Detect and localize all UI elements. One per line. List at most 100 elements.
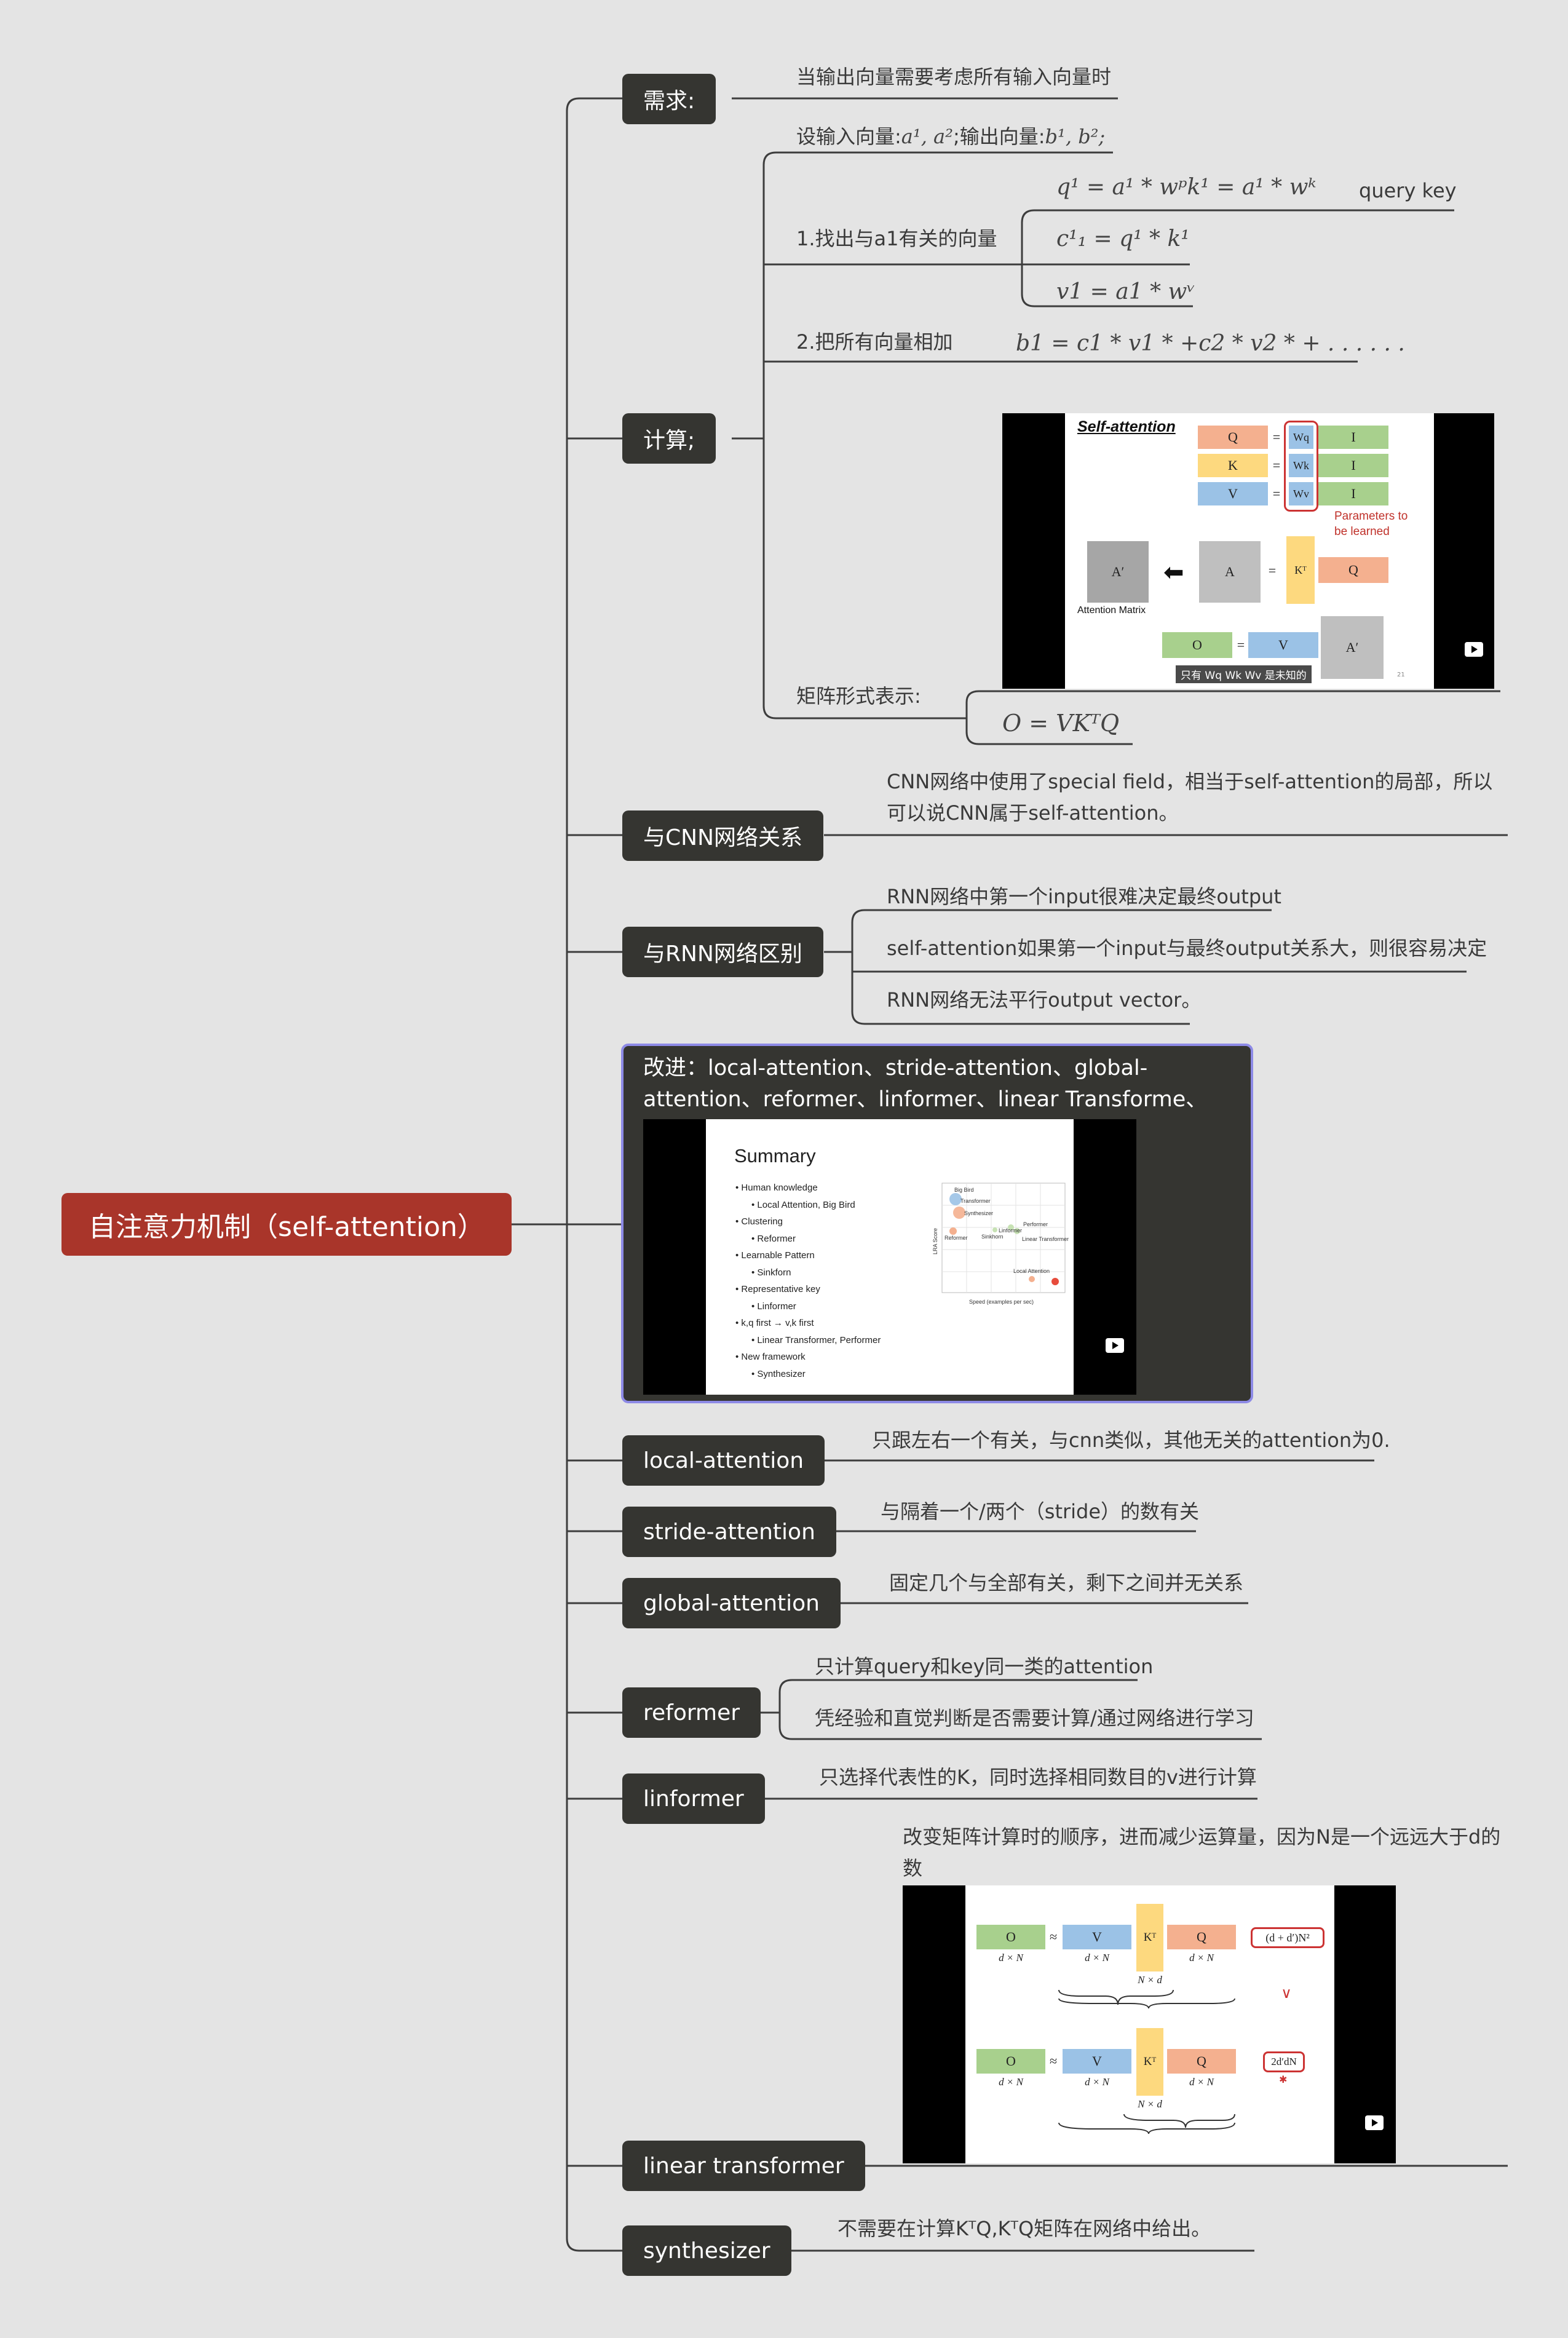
global-attention-text: 固定几个与全部有关，剩下之间并无关系 [889, 1571, 1244, 1595]
linear-cost-2: 2d′dN [1263, 2051, 1305, 2072]
chart-point-label: Sinkhorn [981, 1234, 1004, 1240]
slide-eq-4: = [1268, 563, 1277, 578]
slide-i-2: I [1318, 454, 1388, 477]
linear-q-1: Q [1167, 1925, 1236, 1949]
slide-params-note: Parameters to be learned [1334, 510, 1408, 538]
linear-dim-kt-1: N × d [1138, 1974, 1162, 1986]
slide-q-box: Q [1198, 426, 1268, 449]
setup-mid: ;输出向量: [952, 125, 1045, 148]
slide-left-arrow: ⬅ [1163, 558, 1184, 587]
slide-v-2: V [1248, 632, 1318, 658]
slide-eq-2: = [1272, 458, 1281, 473]
chart-point-label: Performer [1023, 1221, 1048, 1227]
summary-bullet: • New framework [735, 1352, 806, 1362]
slide-eq-5: = [1237, 637, 1245, 652]
slide-attention-matrix-label: Attention Matrix [1077, 605, 1146, 616]
root-topic[interactable]: 自注意力机制（self-attention） [61, 1193, 512, 1256]
topic-synthesizer[interactable]: synthesizer [622, 2225, 791, 2276]
summary-bullet: • Representative key [735, 1284, 820, 1294]
topic-stride-attention[interactable]: stride-attention [622, 1507, 836, 1557]
topic-reformer[interactable]: reformer [622, 1687, 761, 1738]
slide-a: A [1199, 541, 1261, 603]
slide-wv: Wv [1289, 482, 1313, 505]
topic-rnn[interactable]: 与RNN网络区别 [622, 927, 823, 977]
topic-compute[interactable]: 计算; [622, 413, 716, 464]
setup-label: 设输入向量: [796, 125, 901, 148]
slide-a-prime: A′ [1087, 541, 1149, 603]
summary-bullet: • k,q first → v,k first [735, 1318, 814, 1328]
slide-eq-1: = [1272, 429, 1281, 445]
summary-bullet: • Human knowledge [735, 1183, 818, 1193]
slide-caption: 只有 Wq Wk Wv 是未知的 [1176, 665, 1312, 683]
summary-slide[interactable]: Summary • Human knowledge • Local Attent… [643, 1119, 1136, 1395]
summary-scatter-chart: Big Bird Transformer Synthesizer Reforme… [932, 1183, 1069, 1305]
topic-linformer[interactable]: linformer [622, 1773, 765, 1824]
equation-q: q¹ = a¹ * wᵖk¹ = a¹ * wᵏ [1056, 175, 1317, 200]
slide-i-3: I [1318, 482, 1388, 505]
equation-c: c¹₁ = q¹ * k¹ [1056, 226, 1190, 252]
slide-v-box: V [1198, 482, 1268, 505]
linear-dim-o-1: d × N [999, 1952, 1023, 1964]
play-icon[interactable] [1465, 642, 1483, 657]
rnn-item-1: RNN网络中第一个input很难决定最终output [887, 885, 1281, 908]
slide-title: Self-attention [1077, 418, 1176, 435]
play-icon[interactable] [1106, 1338, 1124, 1353]
linear-v-2: V [1063, 2049, 1131, 2074]
chart-point-label: Synthesizer [964, 1210, 993, 1216]
slide-wq: Wq [1289, 426, 1313, 449]
play-icon[interactable] [1365, 2115, 1384, 2130]
matrix-label: 矩阵形式表示: [796, 684, 921, 708]
equation-b: b1 = c1 * v1 * +c2 * v2 * + . . . . . . [1016, 331, 1405, 356]
linear-transformer-slide[interactable]: O ≈ V Kᵀ Q d × N d × N N × d d × N (d + … [903, 1885, 1396, 2163]
rnn-item-2: self-attention如果第一个input与最终output关系大，则很容… [887, 937, 1487, 960]
stride-attention-text: 与隔着一个/两个（stride）的数有关 [881, 1500, 1200, 1523]
equation-v: v1 = a1 * wᵛ [1056, 279, 1195, 304]
reformer-item-2: 凭经验和直觉判断是否需要计算/通过网络进行学习 [815, 1706, 1254, 1730]
chart-point-label: Reformer [944, 1235, 968, 1241]
topic-need[interactable]: 需求: [622, 74, 716, 124]
linear-kt-2: Kᵀ [1136, 2028, 1163, 2096]
linear-dim-q-1: d × N [1189, 1952, 1214, 1964]
linear-transformer-text: 改变矩阵计算时的顺序，进而减少运算量，因为N是一个远远大于d的数 [903, 1825, 1501, 1880]
summary-bullet: • Sinkforn [751, 1267, 791, 1278]
summary-bullet: • Synthesizer [751, 1368, 806, 1379]
linear-v-1: V [1063, 1925, 1131, 1949]
linear-q-2: Q [1167, 2049, 1236, 2074]
slide-wk: Wk [1289, 454, 1313, 477]
topic-cnn[interactable]: 与CNN网络关系 [622, 810, 823, 861]
linear-kt-1: Kᵀ [1136, 1904, 1163, 1971]
summary-canvas [706, 1119, 1074, 1395]
setup-outputs: b¹, b²; [1045, 125, 1106, 148]
summary-bullet: • Linformer [751, 1301, 796, 1312]
linear-o-2: O [976, 2049, 1045, 2074]
linear-dim-v-2: d × N [1085, 2076, 1109, 2088]
synthesizer-text: 不需要在计算KᵀQ,KᵀQ矩阵在网络中给出。 [837, 2217, 1211, 2240]
linear-brace-1 [1058, 1989, 1235, 2009]
topic-global-attention[interactable]: global-attention [622, 1578, 841, 1628]
chart-point-label: Transformer [960, 1198, 991, 1204]
summary-bullet: • Linear Transformer, Performer [751, 1334, 881, 1345]
slide-i-1: I [1318, 426, 1388, 449]
summary-bullet: • Local Attention, Big Bird [751, 1199, 855, 1210]
compute-step1: 1.找出与a1有关的向量 [796, 227, 997, 250]
rnn-item-3: RNN网络无法平行output vector。 [887, 988, 1202, 1012]
topic-local-attention[interactable]: local-attention [622, 1435, 825, 1486]
self-attention-slide[interactable]: Self-attention Q K V = = = Wq Wk Wv I I … [1002, 413, 1494, 689]
linear-approx-1: ≈ [1049, 1929, 1058, 1944]
linear-dim-v-1: d × N [1085, 1952, 1109, 1964]
compute-step2: 2.把所有向量相加 [796, 330, 953, 354]
chart-xlabel: Speed (examples per sec) [969, 1299, 1034, 1305]
chart-point-label: Big Bird [954, 1187, 974, 1193]
cnn-text: CNN网络中使用了special field，相当于self-attention… [887, 770, 1493, 825]
summary-bullet: • Clustering [735, 1216, 783, 1227]
chart-ylabel: LRA Score [932, 1228, 938, 1254]
slide-o: O [1162, 632, 1232, 658]
linear-dim-q-2: d × N [1189, 2076, 1214, 2088]
slide-eq-3: = [1272, 486, 1281, 501]
setup-inputs: a¹, a² [901, 125, 953, 148]
slide-a-prime-2: A′ [1321, 616, 1384, 679]
linear-o-1: O [976, 1925, 1045, 1949]
topic-linear-transformer[interactable]: linear transformer [622, 2141, 865, 2191]
compute-setup: 设输入向量:a¹, a²;输出向量:b¹, b²; [796, 124, 1105, 150]
